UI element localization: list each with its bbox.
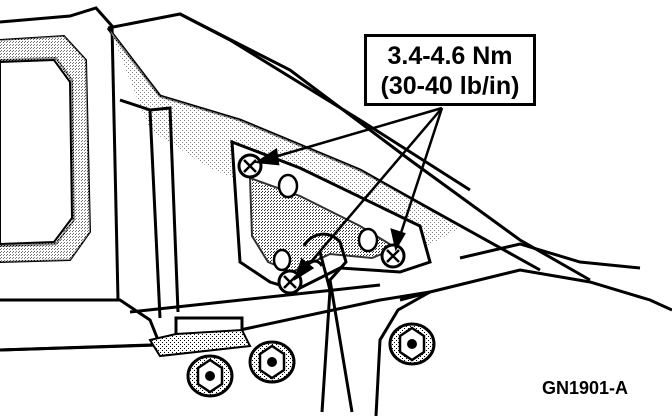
torque-callout: 3.4-4.6 Nm (30-40 lb/in) bbox=[364, 34, 536, 106]
door-inner-structure bbox=[374, 242, 672, 416]
hex-bolt-1 bbox=[186, 354, 234, 398]
glass-inner bbox=[0, 58, 74, 246]
housing-shade bbox=[110, 30, 460, 250]
mounting-screw-right bbox=[380, 243, 406, 269]
torque-metric-label: 3.4-4.6 Nm bbox=[387, 42, 513, 70]
callout-leaders bbox=[254, 106, 444, 281]
hex-bolt-3 bbox=[388, 322, 436, 366]
mounting-screw-upper bbox=[237, 153, 263, 179]
torque-imperial-label: (30-40 lb/in) bbox=[380, 72, 520, 100]
a-pillar bbox=[119, 98, 180, 319]
bracket-holes bbox=[272, 173, 379, 272]
figure-id: GN1901-A bbox=[542, 378, 629, 398]
trim-clip-base bbox=[148, 328, 252, 358]
bracket-inner bbox=[248, 176, 399, 274]
hex-bolt-2 bbox=[248, 340, 296, 384]
